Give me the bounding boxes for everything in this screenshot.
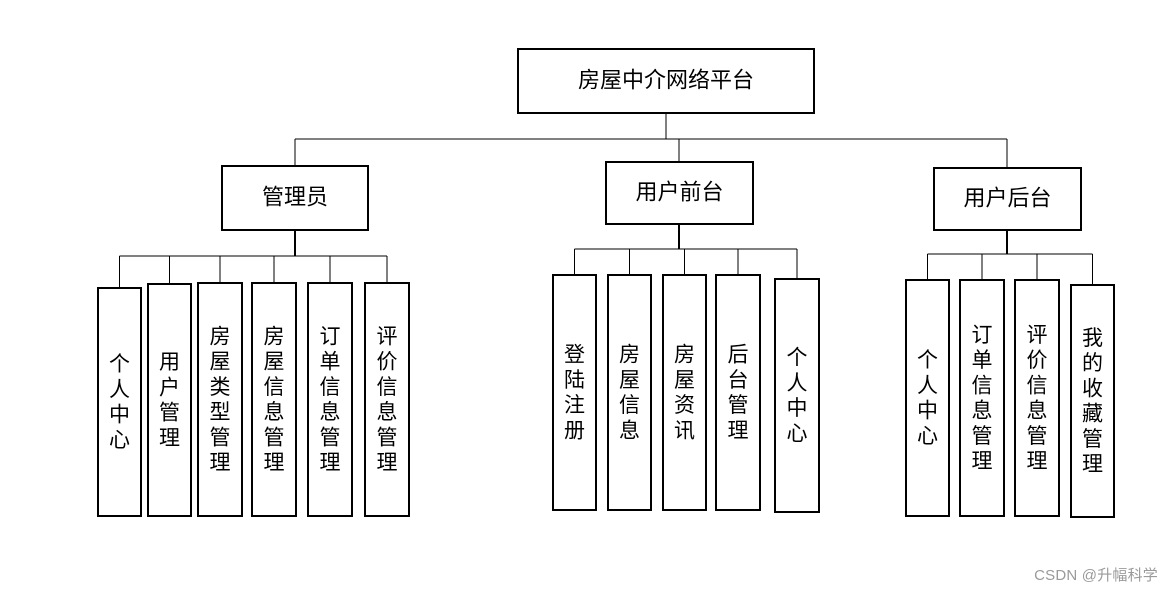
leaf-node-back-1: 订单信息管理 (959, 279, 1005, 517)
leaf-node-back-0-label: 个人中心 (917, 348, 938, 448)
leaf-node-front-1: 房屋信息 (607, 274, 652, 511)
watermark: CSDN @升幅科学 (1034, 567, 1158, 584)
branch-node-front-label: 用户前台 (635, 181, 723, 206)
leaf-node-admin-4-label: 订单信息管理 (320, 325, 341, 475)
leaf-node-back-2: 评价信息管理 (1014, 279, 1060, 517)
leaf-node-admin-1: 用户管理 (147, 283, 192, 517)
leaf-node-admin-3-label: 房屋信息管理 (264, 325, 285, 475)
leaf-node-front-4: 个人中心 (774, 278, 820, 513)
leaf-node-admin-2-label: 房屋类型管理 (210, 325, 231, 475)
leaf-node-front-0-label: 登陆注册 (564, 343, 585, 443)
leaf-node-front-4-label: 个人中心 (787, 346, 808, 446)
leaf-node-admin-4: 订单信息管理 (307, 282, 353, 517)
leaf-node-front-2-label: 房屋资讯 (674, 343, 695, 443)
branch-node-front: 用户前台 (605, 161, 754, 225)
branch-node-back: 用户后台 (933, 167, 1082, 231)
leaf-node-front-2: 房屋资讯 (662, 274, 707, 511)
connector-lines (119, 113, 1093, 288)
leaf-node-back-3-label: 我的收藏管理 (1082, 326, 1103, 476)
branch-node-back-label: 用户后台 (963, 187, 1051, 212)
leaf-node-front-1-label: 房屋信息 (619, 343, 640, 443)
leaf-node-admin-5: 评价信息管理 (364, 282, 410, 517)
leaf-node-front-3-label: 后台管理 (728, 343, 749, 443)
leaf-node-admin-0-label: 个人中心 (109, 352, 130, 452)
branch-node-admin: 管理员 (221, 165, 369, 231)
branch-node-admin-label: 管理员 (262, 186, 328, 211)
leaf-node-admin-3: 房屋信息管理 (251, 282, 297, 517)
leaf-node-admin-0: 个人中心 (97, 287, 142, 517)
leaf-node-admin-1-label: 用户管理 (159, 350, 180, 450)
leaf-node-front-0: 登陆注册 (552, 274, 597, 511)
leaf-node-admin-2: 房屋类型管理 (197, 282, 243, 517)
leaf-node-back-0: 个人中心 (905, 279, 950, 517)
leaf-node-back-1-label: 订单信息管理 (972, 323, 993, 473)
leaf-node-back-2-label: 评价信息管理 (1027, 323, 1048, 473)
leaf-node-admin-5-label: 评价信息管理 (377, 325, 398, 475)
leaf-node-back-3: 我的收藏管理 (1070, 284, 1115, 518)
root-node-label: 房屋中介网络平台 (578, 69, 754, 94)
root-node: 房屋中介网络平台 (517, 48, 815, 114)
leaf-node-front-3: 后台管理 (715, 274, 761, 511)
